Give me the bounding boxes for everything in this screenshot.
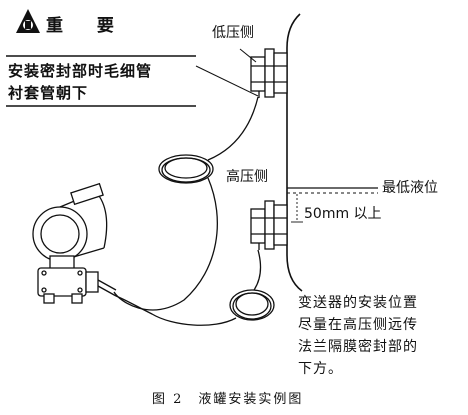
figure-caption: 图 2 液罐安装实例图: [152, 392, 304, 407]
notice-line-1: 安装密封部时毛细管: [8, 62, 153, 80]
high-side-capillary: [115, 249, 262, 326]
high-side-flange: [250, 200, 288, 250]
notice-title: 重 要: [46, 16, 128, 36]
low-side-capillary-coil: [158, 154, 214, 184]
description-line-4: 下方。: [298, 361, 343, 377]
high-side-label: 高压侧: [226, 169, 268, 185]
low-side-flange: [250, 48, 288, 98]
description-line-1: 变送器的安装位置: [298, 295, 418, 311]
high-side-capillary-coil: [229, 289, 275, 321]
tank-wall: [286, 13, 303, 292]
description-line-2: 尽量在高压侧远传: [298, 317, 418, 333]
notice-line-2: 衬套管朝下: [8, 84, 89, 102]
pressure-transmitter: [32, 182, 117, 304]
low-side-label: 低压侧: [212, 25, 254, 41]
offset-label: 50mm 以上: [304, 206, 382, 222]
description-line-3: 法兰隔膜密封部的: [298, 339, 418, 355]
low-side-capillary: [113, 96, 259, 311]
warning-icon: [16, 9, 40, 33]
low-side-leader: [239, 48, 257, 63]
notice-leader: [195, 65, 259, 97]
min-level-label: 最低液位: [382, 180, 438, 196]
